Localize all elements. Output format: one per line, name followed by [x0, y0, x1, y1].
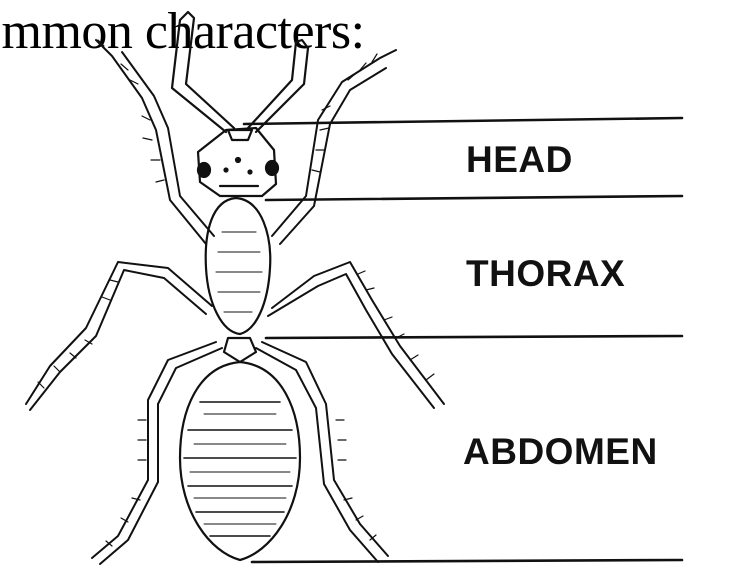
thorax-bottom-line: [266, 336, 682, 338]
right-eye: [266, 161, 278, 175]
thorax: [206, 198, 271, 334]
head-bottom-line: [266, 196, 682, 200]
petiole: [224, 338, 256, 362]
right-antenna: [248, 40, 308, 132]
hind-right-leg: [256, 342, 388, 562]
leg-bristles: [38, 40, 434, 546]
head-label: HEAD: [466, 140, 573, 180]
abdomen-segments: [184, 402, 296, 536]
middle-left-leg: [26, 262, 212, 410]
head-top-line: [244, 118, 682, 124]
thorax-label: THORAX: [466, 254, 625, 294]
antennae: [172, 12, 308, 132]
abdomen-label: ABDOMEN: [463, 432, 658, 472]
clypeus: [228, 130, 252, 140]
left-eye: [198, 163, 210, 177]
thorax-body: [206, 198, 271, 334]
abdomen: [180, 362, 300, 560]
head: [198, 128, 278, 196]
front-left-leg: [96, 40, 214, 244]
abdomen-body: [180, 362, 300, 560]
abdomen-bottom-line: [252, 560, 682, 562]
left-antenna: [172, 12, 234, 132]
middle-right-leg: [268, 262, 444, 408]
leader-lines: [244, 118, 682, 562]
front-right-leg: [272, 50, 396, 244]
